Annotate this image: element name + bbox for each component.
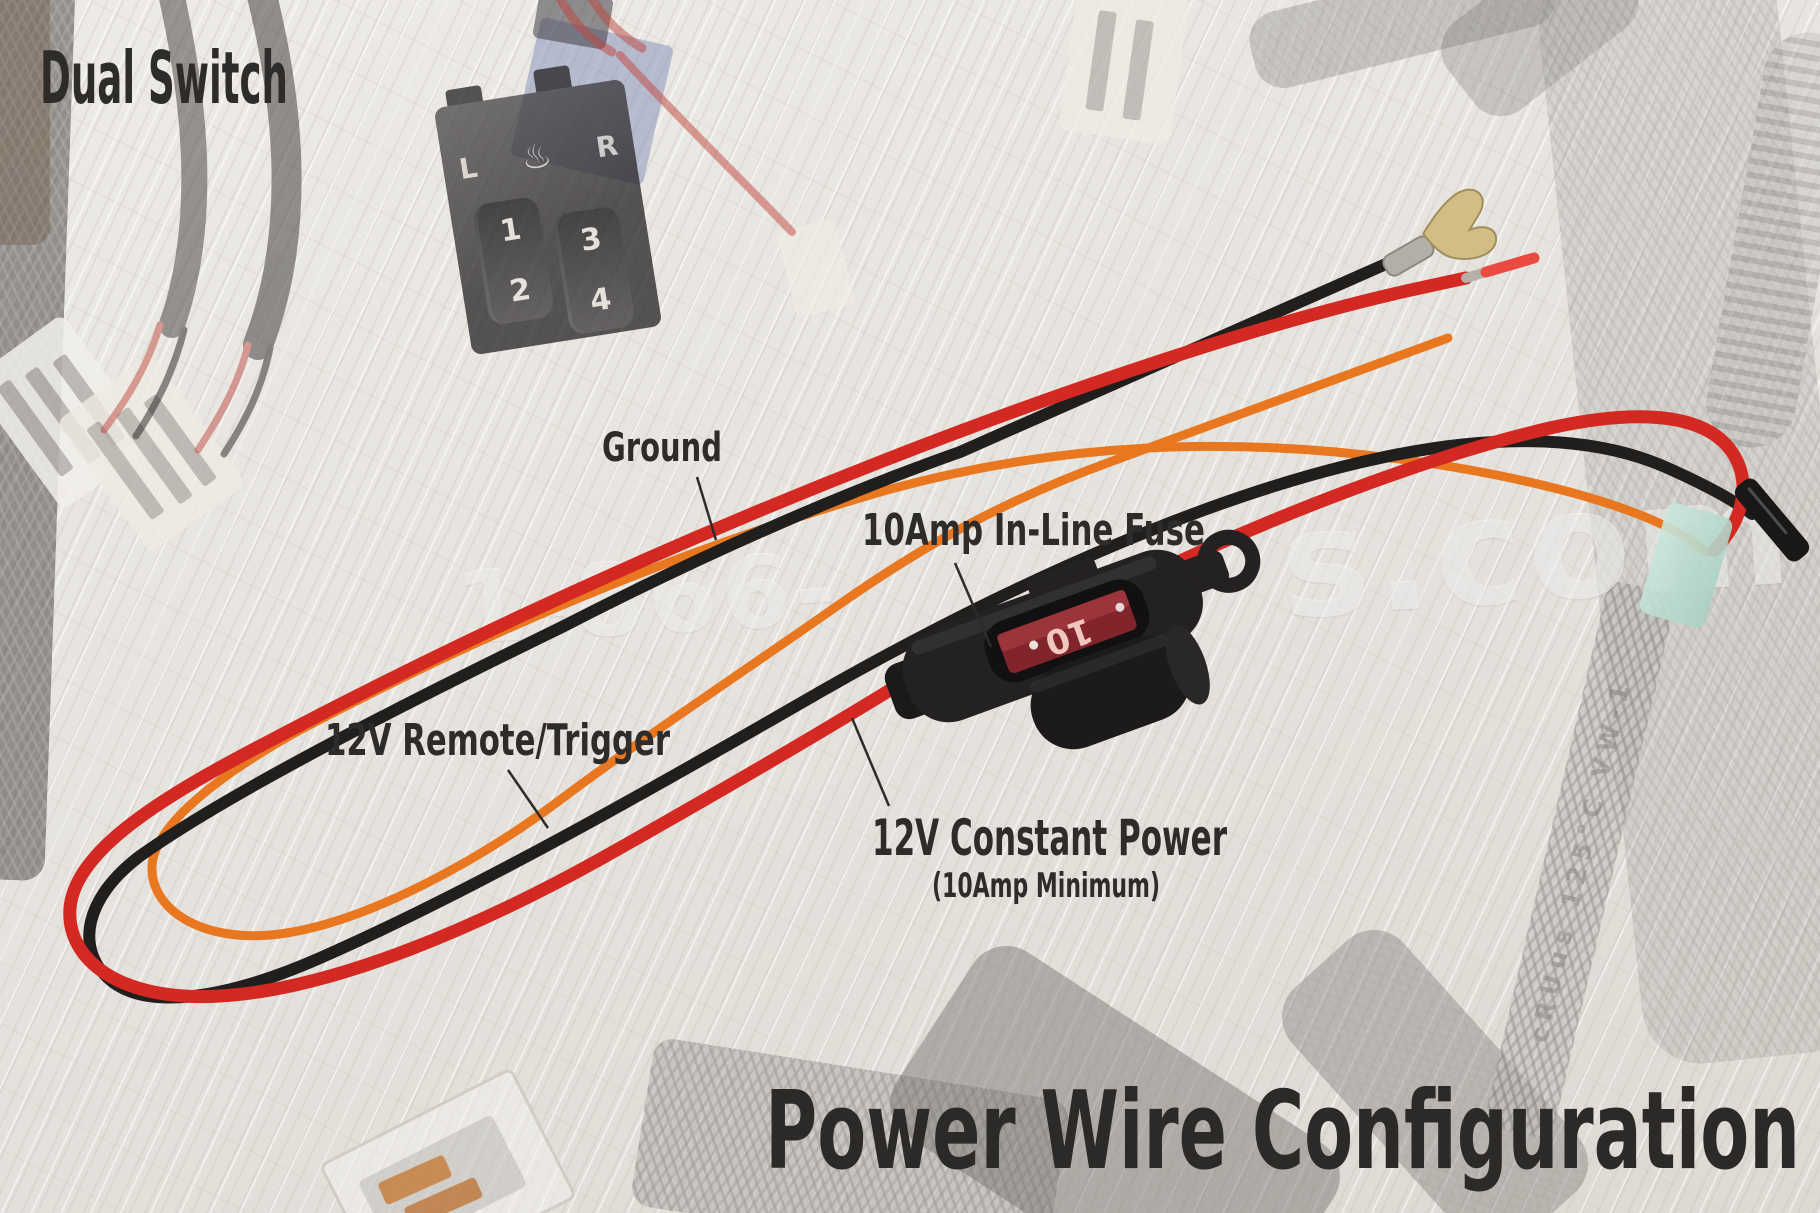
- page-title: Power Wire Configuration: [765, 1069, 1800, 1194]
- orange-wire-remote-trigger: [147, 333, 1711, 941]
- label-dual-switch: Dual Switch: [40, 36, 288, 120]
- label-constant-power-note: (10Amp Minimum): [932, 866, 1160, 906]
- label-inline-fuse: 10Amp In-Line Fuse: [862, 505, 1205, 556]
- fuse-cap: [1030, 635, 1191, 750]
- label-constant-power: 12V Constant Power: [872, 809, 1227, 867]
- fuse-element-highlight: [997, 589, 1129, 652]
- black-wire-ground: [83, 250, 1758, 1004]
- pointer-constant-power: [850, 717, 891, 807]
- pointer-remote-trigger: [506, 769, 550, 829]
- inline-fuse-holder: 10: [884, 529, 1261, 750]
- terminal-fork-blades: [1421, 188, 1498, 260]
- red-wire-fused-loop: [63, 271, 1473, 1004]
- fuse-holder-highlight: [911, 556, 1157, 655]
- fuse-cap-highlight: [1030, 634, 1168, 693]
- pointer-ground: [695, 476, 718, 541]
- red-wire-tip: [1480, 252, 1540, 278]
- heat-shrink-end: [1734, 478, 1810, 562]
- fuse-terminal-dot: [1115, 602, 1125, 612]
- fuse-terminal-dot: [1029, 640, 1039, 650]
- fuse-cap-end: [1165, 624, 1210, 705]
- pointer-fuse: [953, 562, 993, 648]
- pointer-lines: [506, 476, 993, 829]
- left-edge-rust-tint: [0, 0, 50, 245]
- fork-terminal: [1382, 188, 1498, 277]
- red-wire-constant-power: [1133, 410, 1750, 587]
- label-remote-trigger: 12V Remote/Trigger: [325, 715, 670, 766]
- ghost-cables: [100, 0, 796, 458]
- label-ground: Ground: [602, 425, 722, 471]
